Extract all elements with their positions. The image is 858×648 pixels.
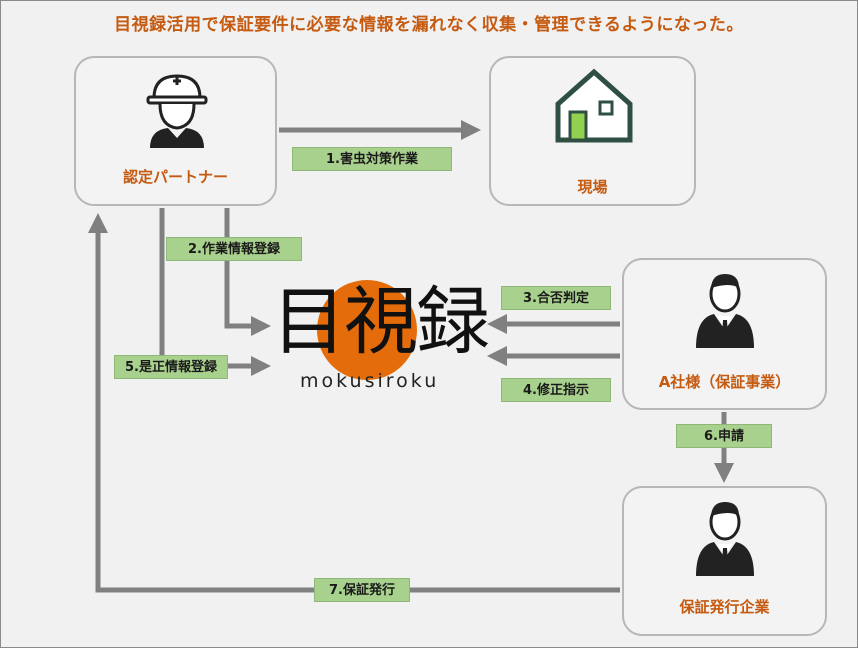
step-4-label: 4.修正指示: [501, 378, 611, 402]
partner-label: 認定パートナー: [122, 168, 228, 186]
company-a-box: A社様（保証事業）: [622, 258, 827, 410]
step-2-label: 2.作業情報登録: [166, 237, 302, 261]
arrow-guarantee-issue: [88, 213, 620, 593]
step-3-label: 3.合否判定: [501, 286, 611, 310]
step-5-label: 5.是正情報登録: [114, 355, 228, 379]
step-6-label: 6.申請: [676, 424, 772, 448]
mokusiroku-logo-roman: mokusiroku: [300, 370, 440, 392]
step-1-label: 1.害虫対策作業: [292, 147, 452, 171]
businessman-icon: [696, 274, 754, 348]
businessman-icon: [696, 502, 754, 576]
guarantor-box: 保証発行企業: [622, 486, 827, 636]
house-icon: [555, 68, 633, 143]
partner-box: 認定パートナー: [74, 56, 277, 206]
site-label: 現場: [577, 178, 608, 196]
diagram-title: 目視録活用で保証要件に必要な情報を漏れなく収集・管理できるようになった。: [114, 15, 744, 35]
mokusiroku-logo-kanji: 目視録: [272, 279, 490, 365]
company-a-label: A社様（保証事業）: [658, 373, 791, 391]
hardhat-worker-icon: [146, 74, 208, 148]
guarantor-label: 保証発行企業: [679, 598, 770, 616]
step-7-label: 7.保証発行: [314, 578, 410, 602]
site-box: 現場: [489, 56, 696, 206]
